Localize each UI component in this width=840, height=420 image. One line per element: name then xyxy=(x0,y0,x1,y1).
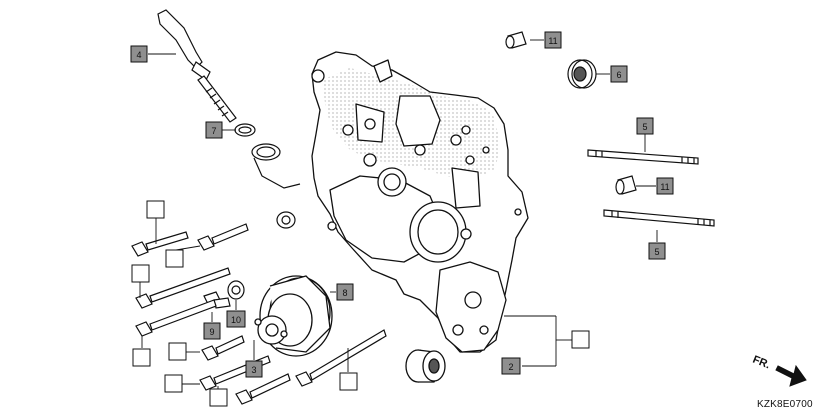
front-direction-arrow: FR. xyxy=(751,354,807,387)
callout-5-lower: 5 xyxy=(648,242,666,260)
svg-text:7: 7 xyxy=(211,126,216,136)
cover-plate-part xyxy=(254,275,333,357)
o-ring-part xyxy=(234,123,256,137)
callout-empty-9 xyxy=(571,330,590,349)
callout-3: 3 xyxy=(245,360,263,378)
flange-bolt-5 xyxy=(201,335,245,361)
callout-5-upper: 5 xyxy=(636,117,654,135)
svg-text:3: 3 xyxy=(251,365,256,375)
crankcase-housing xyxy=(311,51,529,353)
oil-filler-neck xyxy=(251,143,301,189)
callout-empty-1 xyxy=(146,200,165,219)
svg-text:8: 8 xyxy=(342,288,347,298)
bearing-part xyxy=(405,349,446,383)
flange-bolt-1 xyxy=(131,231,189,257)
callout-11-right: 11 xyxy=(656,177,674,195)
dowel-ring-part xyxy=(276,211,296,229)
flange-bolt-2 xyxy=(197,223,249,251)
flange-bolt-7 xyxy=(235,373,291,405)
callout-empty-4 xyxy=(132,348,151,367)
flange-bolt-4 xyxy=(135,299,217,337)
svg-text:11: 11 xyxy=(548,36,557,46)
callout-8: 8 xyxy=(336,283,354,301)
callout-empty-5 xyxy=(168,342,187,361)
callout-6: 6 xyxy=(610,65,628,83)
svg-text:10: 10 xyxy=(231,315,241,325)
callout-empty-6 xyxy=(164,374,183,393)
svg-text:9: 9 xyxy=(209,327,214,337)
diagram-code: KZK8E0700 xyxy=(757,399,813,410)
callout-2: 2 xyxy=(501,357,521,375)
svg-text:4: 4 xyxy=(136,50,141,60)
svg-text:5: 5 xyxy=(642,122,647,132)
svg-text:2: 2 xyxy=(508,362,513,372)
svg-text:5: 5 xyxy=(654,247,659,257)
washer-part xyxy=(227,280,245,300)
callout-empty-7 xyxy=(209,388,228,407)
leader-lines xyxy=(139,39,658,396)
stud-bolt-lower xyxy=(603,209,715,227)
callout-7: 7 xyxy=(205,121,223,139)
callout-empty-boxes xyxy=(131,200,590,407)
svg-text:11: 11 xyxy=(660,182,669,192)
dowel-pin-right xyxy=(615,175,637,195)
callout-empty-8 xyxy=(339,372,358,391)
callout-empty-2 xyxy=(165,249,184,268)
callout-10: 10 xyxy=(226,310,246,328)
dipstick-part xyxy=(157,9,237,123)
svg-text:6: 6 xyxy=(616,70,621,80)
callout-4: 4 xyxy=(130,45,148,63)
callout-9: 9 xyxy=(203,322,221,340)
oil-seal-part xyxy=(567,59,597,89)
callout-empty-3 xyxy=(131,264,150,283)
callout-11-top: 11 xyxy=(544,31,562,49)
dowel-pin-top xyxy=(505,31,527,49)
svg-text:FR.: FR. xyxy=(751,354,772,372)
stud-bolt-upper xyxy=(587,149,699,165)
